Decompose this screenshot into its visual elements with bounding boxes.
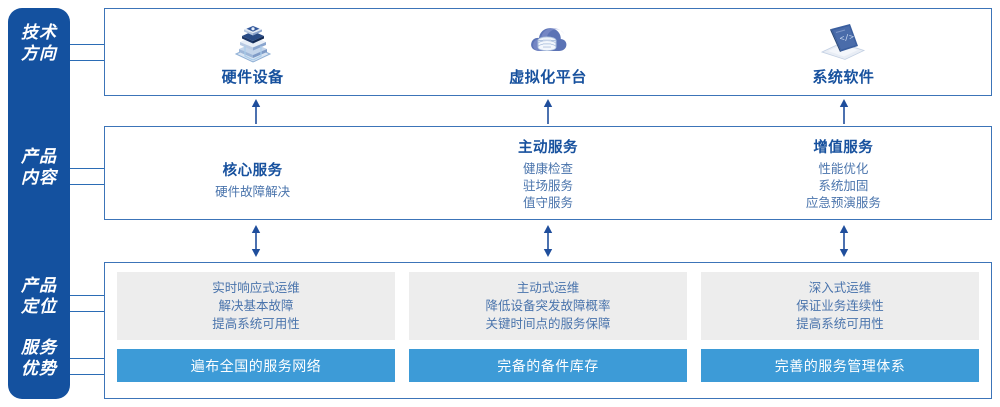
rail-label-service-advantage: 服务 优势 [21,338,57,378]
content-item-line: 系统加固 [818,179,869,193]
arrow-updown-proactive [541,224,555,258]
positioning-box-proactive[interactable]: 主动式运维 降低设备突发故障概率 关键时间点的服务保障 [409,272,687,340]
positioning-advantage-panel: 实时响应式运维 解决基本故障 提高系统可用性 主动式运维 降低设备突发故障概率 … [104,262,992,399]
content-item-proactive-service[interactable]: 主动服务 健康检查 驻场服务 值守服务 [400,127,695,219]
rail-label-product-content: 产品 内容 [21,147,57,187]
arrow-updown-core [249,224,263,258]
tech-item-system-software[interactable]: </> 系统软件 [696,9,991,95]
arrow-up-virtualization [541,98,555,124]
content-item-line: 健康检查 [522,162,573,176]
tech-item-label: 虚拟化平台 [509,68,587,86]
laptop-code-icon: </> [814,18,872,64]
arrow-up-hardware [249,98,263,124]
positioning-line: 保证业务连续性 [796,299,884,313]
positioning-row: 实时响应式运维 解决基本故障 提高系统可用性 主动式运维 降低设备突发故障概率 … [117,272,979,340]
arrow-updown-value-added [837,224,851,258]
connector-advantage-bottom [70,374,106,375]
tech-item-label: 系统软件 [812,68,875,86]
technology-direction-panel: 硬件设备 [104,8,992,96]
content-item-title: 主动服务 [517,140,578,156]
product-content-panel: 核心服务 硬件故障解决 主动服务 健康检查 驻场服务 值守服务 增值服务 性能优… [104,126,992,220]
positioning-line: 关键时间点的服务保障 [485,317,611,331]
advantage-row: 遍布全国的服务网络 完备的备件库存 完善的服务管理体系 [117,349,979,382]
positioning-line: 主动式运维 [516,281,580,295]
category-rail [8,8,70,399]
positioning-line: 降低设备突发故障概率 [485,299,611,313]
tech-item-virtualization[interactable]: 虚拟化平台 [400,9,695,95]
server-stack-icon [227,18,279,64]
connector-tech-bottom [70,60,106,61]
connector-content-bottom [70,184,106,185]
positioning-line: 提高系统可用性 [212,317,300,331]
content-item-line: 应急预演服务 [805,196,881,210]
positioning-line: 解决基本故障 [218,299,294,313]
arrow-up-system-software [837,98,851,124]
positioning-line: 深入式运维 [808,281,872,295]
advantage-bar-spare-parts[interactable]: 完备的备件库存 [409,349,687,382]
positioning-box-realtime[interactable]: 实时响应式运维 解决基本故障 提高系统可用性 [117,272,395,340]
svg-text:</>: </> [839,32,855,43]
content-item-line: 硬件故障解决 [215,185,291,199]
positioning-box-indepth[interactable]: 深入式运维 保证业务连续性 提高系统可用性 [701,272,979,340]
tech-item-label: 硬件设备 [221,68,284,86]
content-item-core-service[interactable]: 核心服务 硬件故障解决 [105,127,400,219]
advantage-bar-management[interactable]: 完善的服务管理体系 [701,349,979,382]
advantage-bar-network[interactable]: 遍布全国的服务网络 [117,349,395,382]
rail-label-tech-direction: 技术 方向 [21,23,57,63]
cloud-database-icon [522,18,574,64]
positioning-line: 提高系统可用性 [796,317,884,331]
rail-label-product-position: 产品 定位 [21,276,57,316]
content-item-line: 驻场服务 [522,179,573,193]
tech-item-hardware[interactable]: 硬件设备 [105,9,400,95]
content-item-line: 性能优化 [818,162,869,176]
content-item-value-added-service[interactable]: 增值服务 性能优化 系统加固 应急预演服务 [696,127,991,219]
content-item-line: 值守服务 [522,196,573,210]
connector-position-top [70,295,106,296]
content-item-title: 核心服务 [222,163,283,179]
connector-tech-top [70,44,106,45]
positioning-line: 实时响应式运维 [212,281,300,295]
content-item-title: 增值服务 [813,140,874,156]
connector-position-bottom [70,311,106,312]
connector-content-top [70,168,106,169]
connector-advantage-top [70,358,106,359]
